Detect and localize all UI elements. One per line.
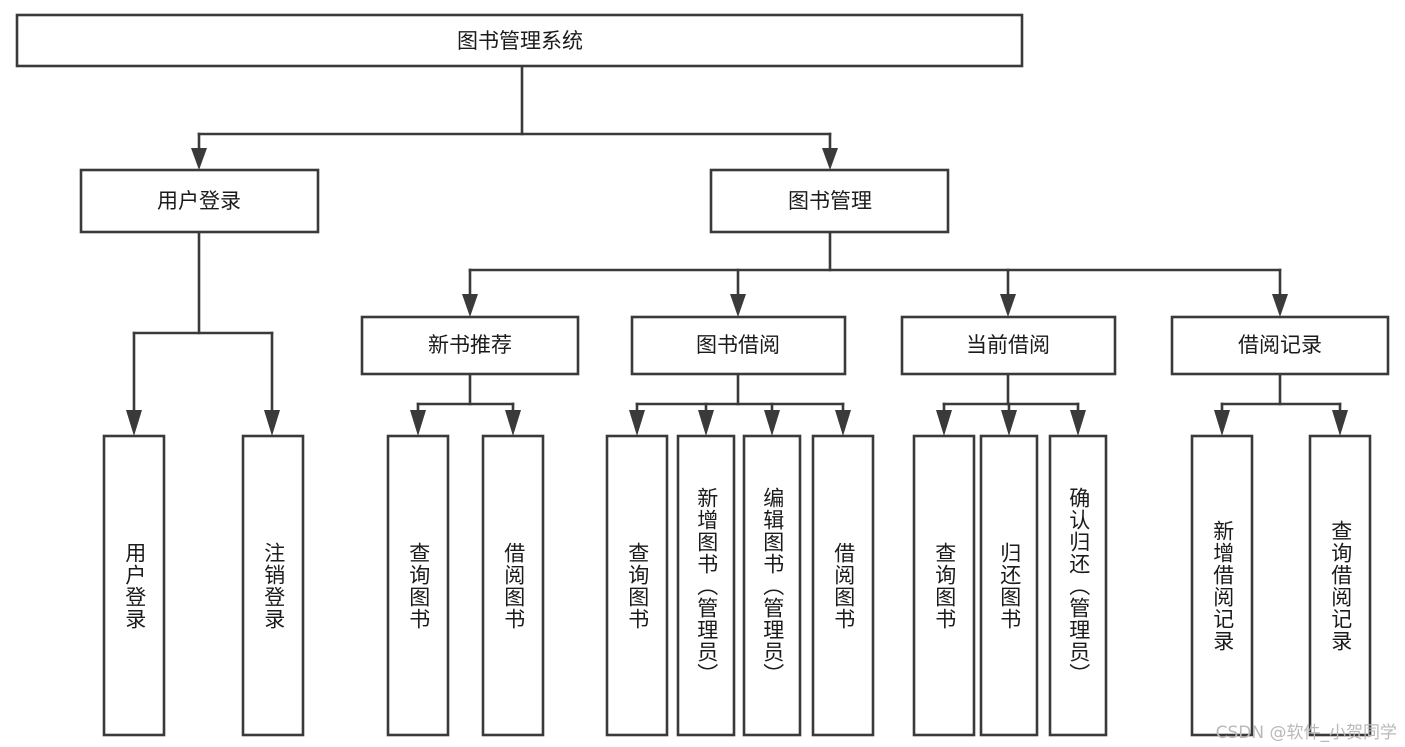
leaf-box-cb-query-book[interactable]: [912, 434, 976, 737]
node-book-management[interactable]: 图书管理: [709, 168, 950, 234]
node-book-management-box[interactable]: [709, 168, 950, 234]
arrow-head-cb-leaf-0: [936, 410, 952, 436]
node-root-label: 图书管理系统: [457, 29, 583, 53]
leaf-box-bb-borrow-book[interactable]: [811, 434, 875, 737]
node-book-borrow-label: 图书借阅: [696, 333, 780, 357]
node-new-book-recommend-label: 新书推荐: [428, 333, 512, 357]
leaf-box-bb-query-book[interactable]: [605, 434, 669, 737]
arrow-head-br-leaf-0: [1214, 410, 1230, 436]
arrow-head-nb-leaf-0: [410, 410, 426, 436]
arrow-head-bb-leaf-3: [835, 410, 851, 436]
node-borrow-record-box[interactable]: [1170, 315, 1390, 376]
arrow-head-user-login: [191, 148, 207, 170]
arrow-head-leaf-user-login: [126, 410, 142, 436]
leaf-box-cb-confirm-return[interactable]: [1048, 434, 1108, 737]
leaf-box-bb-add-book[interactable]: [676, 434, 736, 737]
leaf-box-nb-borrow-book[interactable]: [481, 434, 545, 737]
node-book-borrow[interactable]: 图书借阅: [630, 315, 847, 376]
arrow-head-bb-leaf-0: [629, 410, 645, 436]
arrow-head-book-borrow: [730, 294, 746, 317]
arrow-head-current-borrow: [1000, 294, 1016, 317]
node-new-book-recommend-box[interactable]: [360, 315, 580, 376]
node-root-box[interactable]: [15, 13, 1024, 68]
arrow-head-bb-leaf-1: [698, 410, 714, 436]
node-current-borrow-box[interactable]: [900, 315, 1117, 376]
node-root[interactable]: 图书管理系统: [15, 13, 1024, 68]
arrow-head-new-book: [462, 294, 478, 317]
arrow-head-cb-leaf-2: [1070, 410, 1086, 436]
leaf-box-logout[interactable]: [241, 434, 305, 737]
leaf-box-bb-edit-book[interactable]: [742, 434, 802, 737]
arrow-head-borrow-record: [1272, 294, 1288, 317]
leaf-box-br-query-record[interactable]: [1308, 434, 1372, 737]
leaf-box-nb-query-book[interactable]: [386, 434, 450, 737]
arrow-head-cb-leaf-1: [1001, 410, 1017, 436]
arrow-head-leaf-logout: [264, 410, 280, 436]
leaf-box-group: [102, 434, 1372, 737]
node-current-borrow-label: 当前借阅: [966, 333, 1050, 357]
node-user-login-box[interactable]: [79, 168, 320, 234]
arrow-head-bb-leaf-2: [764, 410, 780, 436]
leaf-box-cb-return-book[interactable]: [979, 434, 1039, 737]
node-book-management-label: 图书管理: [788, 189, 872, 213]
node-user-login-label: 用户登录: [157, 189, 241, 213]
arrow-head-book-mgmt: [822, 148, 838, 170]
connector-group: [126, 64, 1348, 436]
leaf-box-br-add-record[interactable]: [1190, 434, 1254, 737]
node-borrow-record-label: 借阅记录: [1238, 333, 1322, 357]
node-current-borrow[interactable]: 当前借阅: [900, 315, 1117, 376]
arrow-head-br-leaf-1: [1332, 410, 1348, 436]
node-new-book-recommend[interactable]: 新书推荐: [360, 315, 580, 376]
leaf-box-user-login[interactable]: [102, 434, 166, 737]
watermark: CSDN @软件_小贺同学: [1215, 723, 1397, 743]
node-user-login[interactable]: 用户登录: [79, 168, 320, 234]
node-book-borrow-box[interactable]: [630, 315, 847, 376]
arrow-head-nb-leaf-1: [505, 410, 521, 436]
node-borrow-record[interactable]: 借阅记录: [1170, 315, 1390, 376]
